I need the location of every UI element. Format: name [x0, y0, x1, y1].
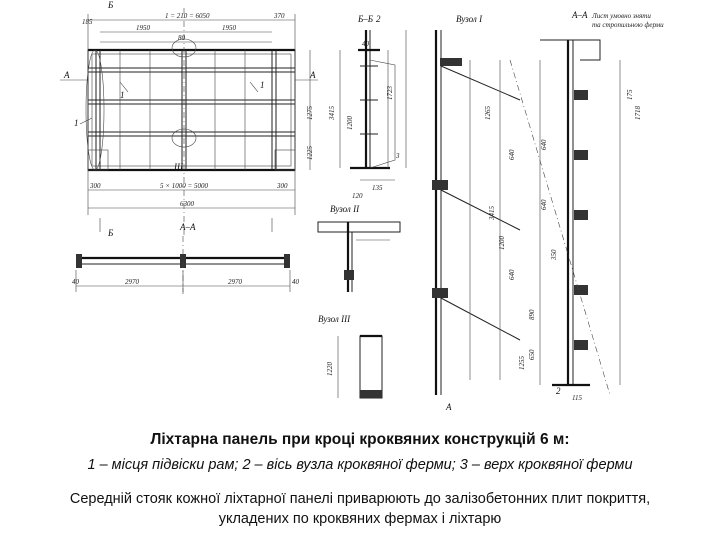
- svg-text:А: А: [309, 70, 316, 80]
- svg-text:1220: 1220: [326, 362, 334, 377]
- svg-text:40: 40: [362, 40, 370, 48]
- svg-text:650: 650: [528, 349, 536, 360]
- svg-text:5 × 1000 = 5000: 5 × 1000 = 5000: [160, 182, 208, 190]
- svg-text:185: 185: [82, 18, 93, 26]
- svg-text:III: III: [173, 162, 184, 172]
- svg-text:1225: 1225: [306, 146, 314, 161]
- svg-text:Вузол II: Вузол II: [330, 204, 360, 214]
- svg-text:1723: 1723: [386, 86, 394, 101]
- svg-text:40: 40: [292, 278, 300, 286]
- svg-text:Вузол І: Вузол І: [456, 14, 483, 24]
- main-panel-view: 185 1 = 210 = 6050 370 1950 1950 80 300 …: [60, 0, 318, 238]
- svg-text:175: 175: [626, 89, 634, 100]
- svg-text:640: 640: [540, 199, 548, 210]
- svg-text:80: 80: [178, 34, 186, 42]
- svg-text:1950: 1950: [136, 24, 151, 32]
- svg-text:115: 115: [572, 394, 582, 402]
- node-i: Вузол І 1265 3415 1200 640 640 1255 А: [432, 14, 526, 412]
- svg-text:Б: Б: [107, 0, 114, 10]
- svg-text:370: 370: [273, 12, 285, 20]
- svg-text:2970: 2970: [125, 278, 140, 286]
- svg-text:А: А: [445, 402, 452, 412]
- svg-text:Б: Б: [107, 228, 114, 238]
- svg-text:А–А: А–А: [179, 222, 196, 232]
- svg-text:1265: 1265: [484, 106, 492, 121]
- svg-text:2: 2: [376, 14, 381, 24]
- svg-text:1: 1: [120, 90, 125, 100]
- svg-text:640: 640: [540, 139, 548, 150]
- svg-text:А: А: [63, 70, 70, 80]
- svg-text:1950: 1950: [222, 24, 237, 32]
- node-iii: Вузол III 1220: [318, 314, 383, 399]
- svg-text:6300: 6300: [180, 200, 195, 208]
- svg-text:1200: 1200: [498, 236, 506, 251]
- svg-text:Вузол III: Вузол III: [318, 314, 351, 324]
- svg-text:2970: 2970: [228, 278, 243, 286]
- svg-text:640: 640: [508, 269, 516, 280]
- caption-note: Середній стояк кожної ліхтарної панелі п…: [69, 491, 651, 527]
- section-bb: Б–Б 3415 1200 1723 40 135 3 120 2 Вузол …: [317, 14, 407, 292]
- svg-text:Б–Б: Б–Б: [357, 14, 374, 24]
- svg-text:2: 2: [556, 386, 561, 396]
- caption-title: Ліхтарна панель при кроці кроквяних конс…: [150, 431, 570, 448]
- svg-text:1718: 1718: [634, 106, 642, 121]
- svg-text:3415: 3415: [328, 106, 336, 122]
- svg-text:1275: 1275: [306, 106, 314, 121]
- svg-text:3415: 3415: [488, 206, 496, 222]
- svg-text:40: 40: [72, 278, 80, 286]
- svg-text:300: 300: [89, 182, 101, 190]
- section-aa: А–А 40 2970 2970 40: [72, 222, 300, 296]
- svg-text:3: 3: [395, 152, 400, 160]
- svg-text:1255: 1255: [518, 356, 526, 371]
- caption-legend: 1 – місця підвіски рам; 2 – вісь вузла к…: [87, 457, 633, 473]
- svg-text:350: 350: [550, 249, 558, 261]
- svg-text:1: 1: [74, 118, 79, 128]
- svg-text:1: 1: [260, 80, 265, 90]
- section-aa-right: А–А Лист умовно зняти та стропильною фер…: [509, 10, 664, 402]
- svg-text:300: 300: [276, 182, 288, 190]
- svg-text:1200: 1200: [346, 116, 354, 131]
- svg-text:1 = 210 = 6050: 1 = 210 = 6050: [165, 12, 210, 20]
- technical-drawing: 185 1 = 210 = 6050 370 1950 1950 80 300 …: [60, 0, 664, 412]
- svg-text:Лист умовно зняти: Лист умовно зняти: [591, 12, 651, 20]
- svg-text:890: 890: [528, 309, 536, 320]
- svg-text:та стропильною ферми: та стропильною ферми: [592, 21, 664, 29]
- svg-text:А–А: А–А: [571, 10, 588, 20]
- svg-text:640: 640: [508, 149, 516, 160]
- svg-text:135: 135: [372, 184, 383, 192]
- svg-text:120: 120: [352, 192, 363, 200]
